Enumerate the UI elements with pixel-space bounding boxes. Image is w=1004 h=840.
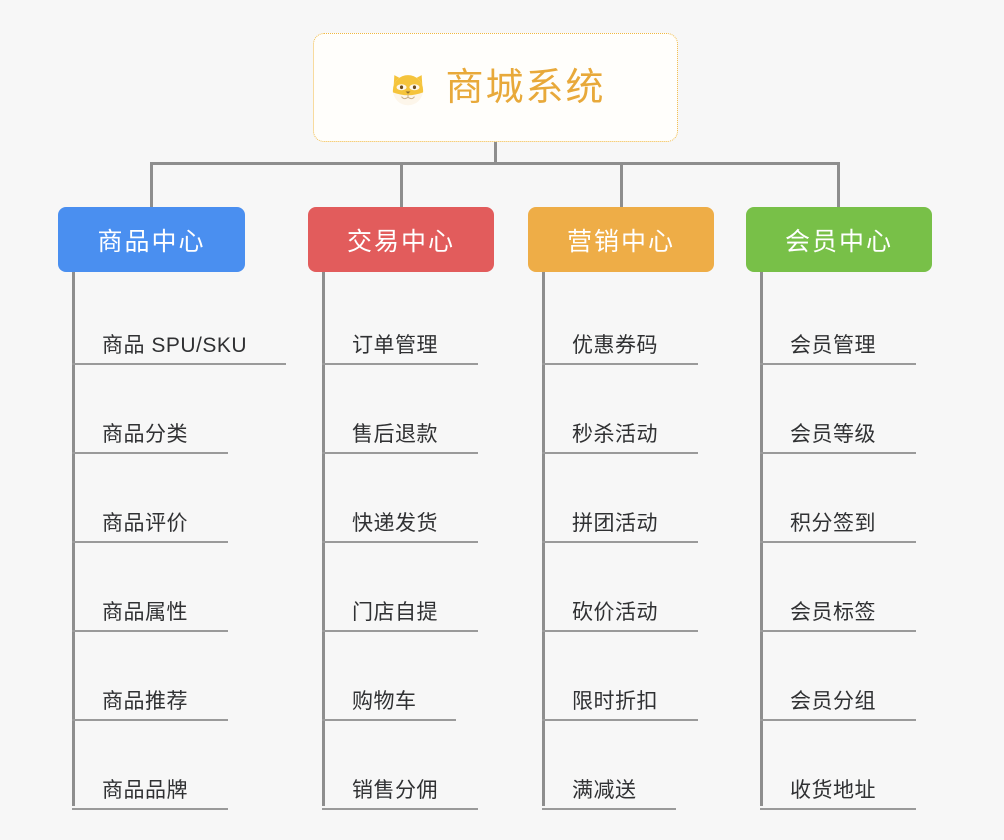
leaf-label: 商品推荐 — [102, 689, 188, 713]
leaf-node[interactable]: 售后退款 — [322, 365, 478, 454]
branch-spine-1 — [72, 272, 75, 806]
leaf-node[interactable]: 会员等级 — [760, 365, 916, 454]
leaf-label: 售后退款 — [352, 422, 438, 446]
leaf-label: 秒杀活动 — [572, 422, 658, 446]
leaf-label: 订单管理 — [352, 333, 438, 357]
leaf-label: 商品分类 — [102, 422, 188, 446]
leaf-node[interactable]: 满减送 — [542, 721, 676, 810]
connector-drop-1 — [150, 162, 153, 208]
leaf-node[interactable]: 商品 SPU/SKU — [72, 276, 286, 365]
category-header-3-label: 营销中心 — [566, 227, 675, 256]
root-node[interactable]: 商城系统 — [313, 33, 678, 142]
leaf-node[interactable]: 砍价活动 — [542, 543, 698, 632]
leaf-node[interactable]: 商品分类 — [72, 365, 228, 454]
connector-drop-2 — [400, 162, 403, 208]
leaf-label: 商品 SPU/SKU — [102, 333, 248, 357]
leaf-label: 拼团活动 — [572, 511, 658, 535]
leaf-node[interactable]: 限时折扣 — [542, 632, 698, 721]
category-header-3[interactable]: 营销中心 — [528, 207, 714, 272]
category-header-4[interactable]: 会员中心 — [746, 207, 932, 272]
connector-root-stem — [494, 142, 497, 165]
leaf-label: 会员等级 — [790, 422, 876, 446]
leaf-label: 优惠券码 — [572, 333, 658, 357]
leaf-label: 收货地址 — [790, 778, 876, 802]
leaf-label: 快递发货 — [352, 511, 438, 535]
leaf-label: 会员标签 — [790, 600, 876, 624]
leaf-node[interactable]: 商品品牌 — [72, 721, 228, 810]
leaf-label: 满减送 — [572, 778, 637, 802]
leaf-label: 门店自提 — [352, 600, 438, 624]
leaf-node[interactable]: 订单管理 — [322, 276, 478, 365]
leaf-label: 商品评价 — [102, 511, 188, 535]
leaf-node[interactable]: 会员分组 — [760, 632, 916, 721]
leaf-node[interactable]: 会员管理 — [760, 276, 916, 365]
branch-spine-3 — [542, 272, 545, 806]
leaf-label: 会员分组 — [790, 689, 876, 713]
leaf-label: 销售分佣 — [352, 778, 438, 802]
leaf-node[interactable]: 拼团活动 — [542, 454, 698, 543]
leaf-node[interactable]: 商品评价 — [72, 454, 228, 543]
leaf-node[interactable]: 会员标签 — [760, 543, 916, 632]
connector-drop-4 — [837, 162, 840, 208]
leaf-label: 购物车 — [352, 689, 417, 713]
leaf-node[interactable]: 商品属性 — [72, 543, 228, 632]
leaf-label: 限时折扣 — [572, 689, 658, 713]
leaf-node[interactable]: 收货地址 — [760, 721, 916, 810]
category-header-2-label: 交易中心 — [346, 227, 455, 256]
leaf-label: 商品品牌 — [102, 778, 188, 802]
category-header-2[interactable]: 交易中心 — [308, 207, 494, 272]
leaf-node[interactable]: 秒杀活动 — [542, 365, 698, 454]
category-header-1-label: 商品中心 — [97, 227, 206, 256]
leaf-node[interactable]: 积分签到 — [760, 454, 916, 543]
shiba-dog-icon — [385, 65, 431, 111]
connector-drop-3 — [620, 162, 623, 208]
leaf-label: 会员管理 — [790, 333, 876, 357]
leaf-node[interactable]: 门店自提 — [322, 543, 478, 632]
branch-spine-2 — [322, 272, 325, 806]
leaf-node[interactable]: 购物车 — [322, 632, 456, 721]
leaf-label: 砍价活动 — [572, 600, 658, 624]
leaf-node[interactable]: 快递发货 — [322, 454, 478, 543]
leaf-node[interactable]: 商品推荐 — [72, 632, 228, 721]
leaf-label: 积分签到 — [790, 511, 876, 535]
root-title: 商城系统 — [445, 66, 606, 109]
leaf-node[interactable]: 优惠券码 — [542, 276, 698, 365]
leaf-label: 商品属性 — [102, 600, 188, 624]
leaf-node[interactable]: 销售分佣 — [322, 721, 478, 810]
branch-spine-4 — [760, 272, 763, 806]
connector-horizontal-bus — [150, 162, 839, 165]
category-header-4-label: 会员中心 — [784, 227, 893, 256]
category-header-1[interactable]: 商品中心 — [58, 207, 245, 272]
